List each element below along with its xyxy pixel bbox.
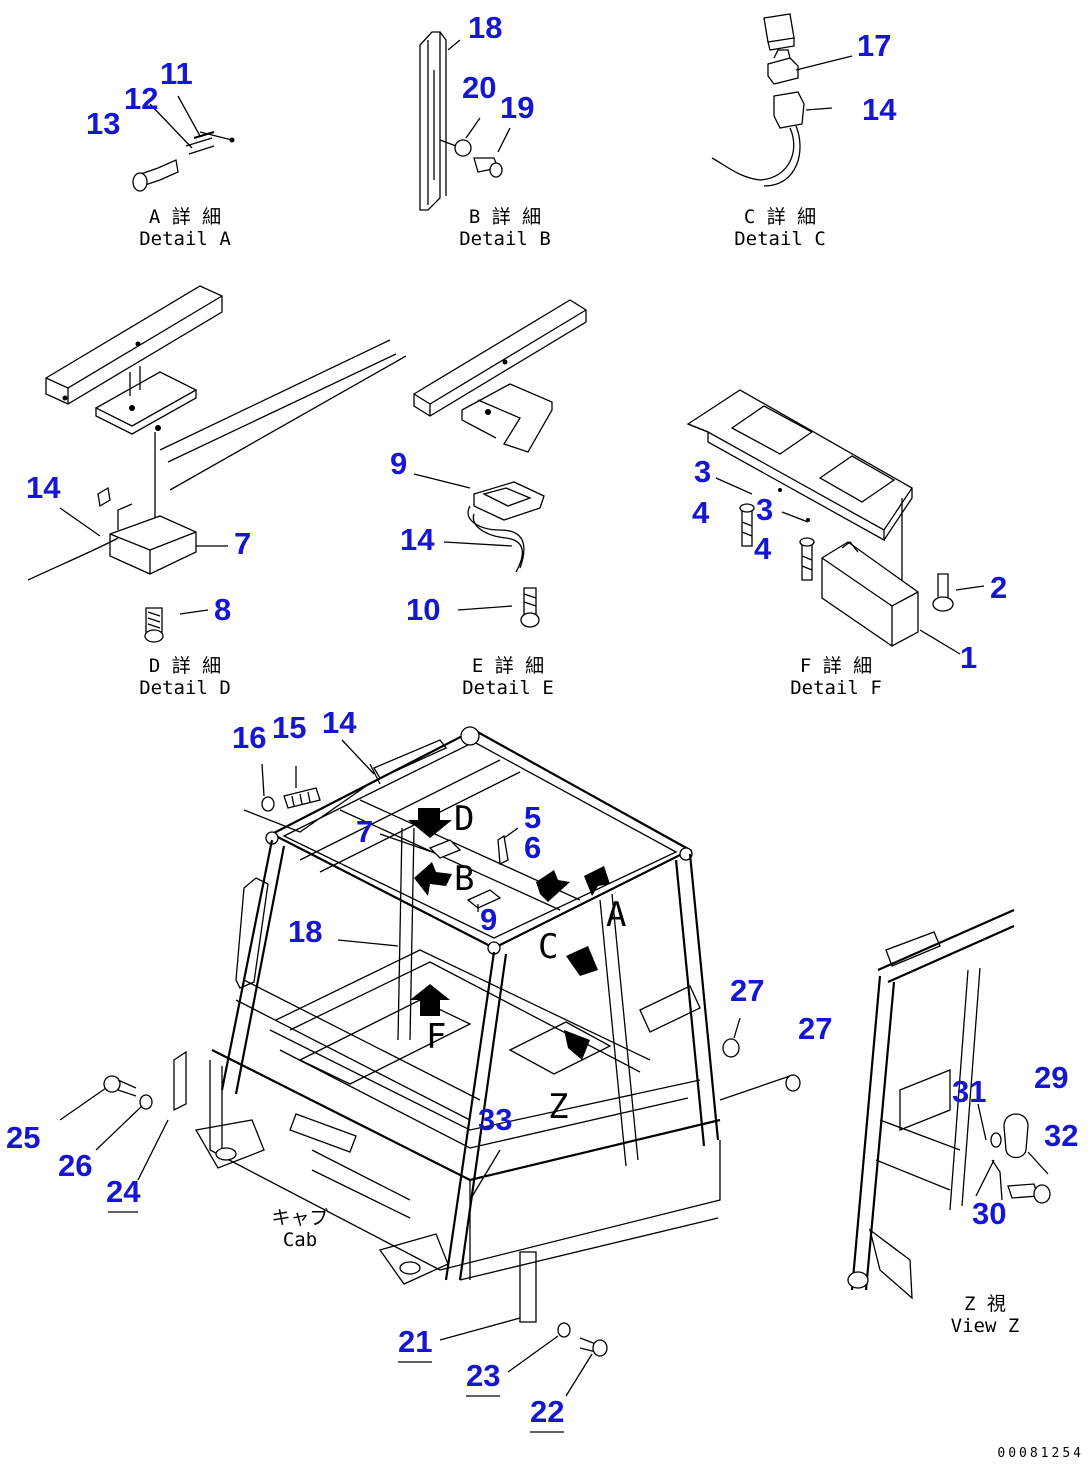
callout-23: 23	[466, 1358, 501, 1393]
view-letter-z: Z	[548, 1087, 569, 1127]
view-letter-f: F	[426, 1017, 447, 1057]
detail-d-drawing	[27, 285, 407, 643]
detail-c-drawing	[711, 13, 805, 187]
leader-lines	[59, 39, 1049, 1397]
callout-30: 30	[972, 1196, 1007, 1231]
caption-detail-a: A 詳 細 Detail A	[139, 206, 231, 251]
view-letter-c: C	[538, 927, 559, 967]
callout-21: 21	[398, 1324, 433, 1359]
caption-view-z: Z 視 View Z	[950, 1293, 1020, 1338]
callout-25: 25	[6, 1120, 41, 1155]
callout-8: 8	[214, 592, 232, 627]
callout-11: 11	[160, 56, 193, 91]
view-z-drawing	[847, 908, 1051, 1300]
callout-13: 13	[86, 106, 121, 141]
callout-18: 18	[288, 914, 323, 949]
detail-f-drawing	[686, 389, 954, 647]
caption-detail-b-en: Detail B	[459, 227, 551, 250]
callout-3: 3	[756, 492, 774, 527]
callout-14: 14	[400, 522, 435, 557]
callout-7: 7	[356, 814, 374, 849]
caption-view-z-en: View Z	[950, 1314, 1020, 1337]
caption-detail-b-jp: B 詳 細	[468, 206, 542, 228]
caption-cab: キャブ Cab	[271, 1207, 329, 1252]
callout-7: 7	[234, 526, 252, 561]
caption-detail-a-en: Detail A	[139, 227, 231, 250]
callout-27: 27	[798, 1011, 833, 1046]
callout-4: 4	[692, 495, 710, 530]
callout-22: 22	[530, 1394, 565, 1429]
caption-detail-f: F 詳 細 Detail F	[790, 655, 882, 700]
callout-12: 12	[124, 81, 159, 116]
callout-26: 26	[58, 1148, 93, 1183]
callout-31: 31	[952, 1074, 987, 1109]
caption-detail-f-jp: F 詳 細	[799, 655, 873, 677]
caption-detail-d-en: Detail D	[139, 676, 231, 699]
caption-detail-a-jp: A 詳 細	[148, 206, 222, 228]
callout-18: 18	[468, 10, 503, 45]
caption-cab-jp: キャブ	[271, 1207, 329, 1229]
detail-b-drawing	[419, 31, 503, 211]
caption-detail-f-en: Detail F	[790, 676, 882, 699]
callout-15: 15	[272, 710, 307, 745]
detail-a-drawing	[132, 130, 235, 192]
callout-underlines	[108, 1211, 564, 1433]
callout-9: 9	[390, 446, 408, 481]
callout-14: 14	[26, 470, 61, 505]
callout-33: 33	[478, 1102, 513, 1137]
caption-detail-e-jp: E 詳 細	[471, 655, 545, 677]
callout-1: 1	[960, 640, 978, 675]
caption-detail-e: E 詳 細 Detail E	[462, 655, 554, 700]
callout-14: 14	[322, 705, 357, 740]
callout-10: 10	[406, 592, 441, 627]
callout-16: 16	[232, 720, 267, 755]
caption-detail-c: C 詳 細 Detail C	[734, 206, 826, 251]
caption-detail-e-en: Detail E	[462, 676, 554, 699]
view-letter-b: B	[454, 859, 475, 899]
caption-detail-c-en: Detail C	[734, 227, 826, 250]
callout-9: 9	[480, 902, 498, 937]
callout-6: 6	[524, 830, 542, 865]
caption-detail-b: B 詳 細 Detail B	[459, 206, 551, 251]
callout-4: 4	[754, 531, 772, 566]
view-letter-a: A	[606, 895, 627, 935]
callout-5: 5	[524, 800, 542, 835]
callout-19: 19	[500, 90, 535, 125]
caption-cab-en: Cab	[282, 1228, 318, 1251]
callout-14: 14	[862, 92, 897, 127]
cab-drawing	[103, 726, 801, 1357]
caption-detail-d-jp: D 詳 細	[148, 655, 222, 677]
callout-17: 17	[857, 28, 892, 63]
document-number: 00081254	[997, 1446, 1084, 1461]
caption-view-z-jp: Z 視	[964, 1293, 1006, 1315]
caption-detail-d: D 詳 細 Detail D	[139, 655, 231, 700]
callout-3: 3	[694, 454, 712, 489]
callout-32: 32	[1044, 1118, 1079, 1153]
callout-27: 27	[730, 973, 765, 1008]
callout-29: 29	[1034, 1060, 1069, 1095]
detail-e-drawing	[413, 299, 587, 628]
callout-2: 2	[990, 570, 1008, 605]
callout-24: 24	[106, 1174, 141, 1209]
callout-20: 20	[462, 70, 497, 105]
view-letter-d: D	[454, 799, 475, 839]
caption-detail-c-jp: C 詳 細	[743, 206, 817, 228]
